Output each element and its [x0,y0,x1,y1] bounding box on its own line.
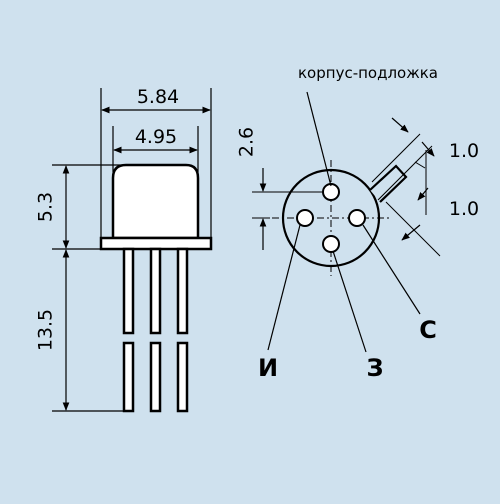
leader-substrate [306,91,332,187]
lead-middle-lower [149,341,162,413]
lead-right-lower [176,341,189,413]
dim-pin-offset: 2.6 [236,127,258,157]
leader-gate [332,250,367,353]
label-substrate: корпус-подложка [298,64,438,82]
dim-body-width: 5.84 [137,86,179,108]
side-view: 5.84 4.95 5.3 13.5 [35,86,213,413]
lead-left-upper [122,247,135,335]
dim-arrow-tab-a [391,117,409,133]
transistor-flange [99,236,213,251]
leader-source [267,224,301,351]
bottom-view: корпус-подложка 2.6 1.0 1.0 И З С [236,64,480,382]
key-tab [369,164,408,203]
leader-drain [362,224,421,315]
label-drain: С [419,316,437,344]
dim-pitch-bottom: 1.0 [449,198,479,220]
pin-substrate [322,183,340,201]
transistor-cap [111,163,200,240]
dim-arrow-tab-b [421,141,435,157]
pin-source [296,209,314,227]
dim-lead-length: 13.5 [35,309,57,351]
dim-cap-width: 4.95 [135,126,177,148]
label-source: И [258,354,278,382]
dim-body-height: 5.3 [35,192,57,222]
lead-left-lower [122,341,135,413]
pin-drain [348,209,366,227]
pin-gate [322,235,340,253]
lead-right-upper [176,247,189,335]
lead-middle-upper [149,247,162,335]
dim-pitch-top: 1.0 [449,140,479,162]
label-gate: З [366,354,383,382]
dim-arrow-pitch-b [401,224,421,241]
